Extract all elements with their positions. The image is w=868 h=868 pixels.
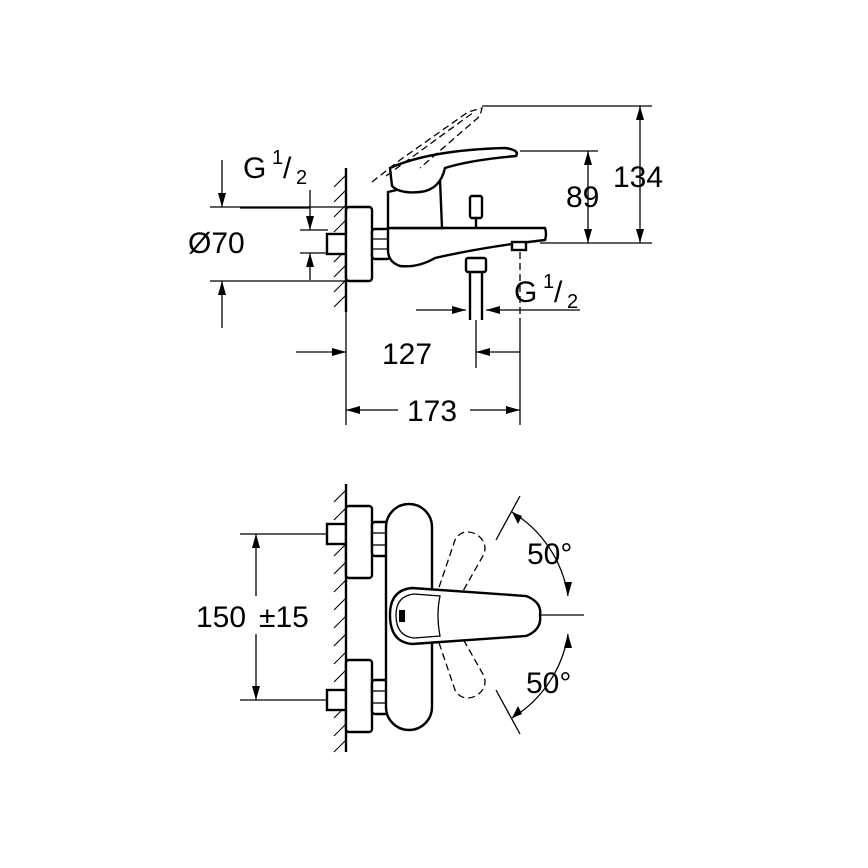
- svg-text:2: 2: [567, 291, 578, 313]
- svg-text:1: 1: [543, 271, 554, 293]
- depth-spout-label: 127: [382, 338, 432, 371]
- lever-indicator: [399, 610, 405, 622]
- svg-text:G: G: [243, 152, 266, 185]
- upper-connector-stub: [325, 522, 348, 546]
- svg-text:2: 2: [296, 167, 307, 189]
- connector-stub: [325, 232, 348, 256]
- front-elevation: 150 ±15 50° 50°: [190, 484, 584, 753]
- mixer-body: [386, 226, 548, 268]
- lever-raised-outline: [371, 107, 483, 183]
- side-elevation: 134 89 G 1 / 2 Ø70 G 1 / 2: [188, 105, 663, 428]
- outlet-thread-label: G 1 / 2: [514, 271, 578, 313]
- height-spout-label: 89: [566, 181, 599, 214]
- outlet-nut: [464, 256, 488, 274]
- height-total-label: 134: [613, 161, 663, 194]
- lever-handle: [388, 146, 519, 194]
- svg-text:/: /: [554, 276, 563, 309]
- spout-nozzle: [510, 240, 528, 252]
- depth-total-label: 173: [407, 395, 457, 428]
- lever-front: [388, 586, 542, 646]
- diameter-label: Ø70: [188, 227, 245, 260]
- spacing-tolerance: ±15: [259, 601, 309, 634]
- svg-text:1: 1: [272, 147, 283, 169]
- spacing-label: 150: [196, 601, 246, 634]
- angle-up-label: 50°: [527, 538, 572, 571]
- diverter-knob: [468, 194, 484, 220]
- svg-text:G: G: [514, 276, 537, 309]
- lower-rosette: [344, 658, 374, 734]
- lever-rotated-down: [431, 615, 486, 699]
- inlet-thread-label: G 1 / 2: [243, 147, 307, 189]
- angle-down-label: 50°: [526, 667, 571, 700]
- angle-up-extension: [495, 495, 521, 541]
- lever-rotated-up: [431, 531, 486, 615]
- upper-rosette: [344, 504, 374, 580]
- svg-text:/: /: [283, 152, 292, 185]
- angle-down-extension: [495, 689, 521, 735]
- lower-connector-stub: [325, 688, 348, 712]
- wall-rosette: [344, 205, 374, 283]
